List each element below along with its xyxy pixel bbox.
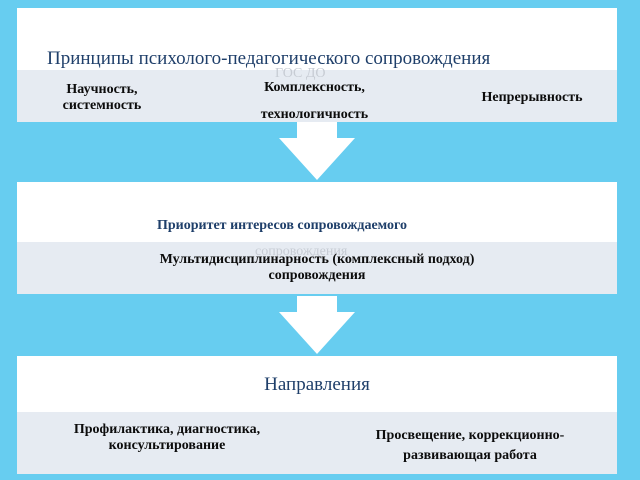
priority-body [17, 242, 617, 294]
directions-title: Направления [264, 374, 370, 395]
directions-panel: Направления Профилактика, диагностика, к… [17, 356, 617, 474]
down-arrow-1-icon [279, 122, 355, 180]
down-arrow-2-icon [279, 296, 355, 354]
direction-prevention: Профилактика, диагностика, консультирова… [73, 422, 261, 454]
principle-complex: Комплексность, технологичность [260, 80, 369, 122]
directions-header [17, 356, 617, 412]
principles-watermark: ГОС ДО [275, 66, 326, 81]
principles-panel: Принципы психолого-педагогического сопро… [17, 8, 617, 122]
multidisciplinary-text: Мультидисциплинарность (комплексный подх… [159, 252, 475, 284]
principles-title: Принципы психолого-педагогического сопро… [47, 48, 491, 69]
principle-scientific: Научность, системность [62, 82, 142, 114]
priority-title: Приоритет интересов сопровождаемого [157, 218, 408, 233]
priority-header [17, 182, 617, 242]
direction-education: Просвещение, коррекционно-развивающая ра… [375, 428, 565, 463]
principles-header [17, 8, 617, 70]
principle-continuous: Непрерывность [481, 90, 583, 105]
priority-watermark: сопровождения [255, 244, 348, 259]
directions-body [17, 412, 617, 474]
principles-body [17, 70, 617, 122]
priority-panel: Приоритет интересов сопровождаемого сопр… [17, 182, 617, 294]
